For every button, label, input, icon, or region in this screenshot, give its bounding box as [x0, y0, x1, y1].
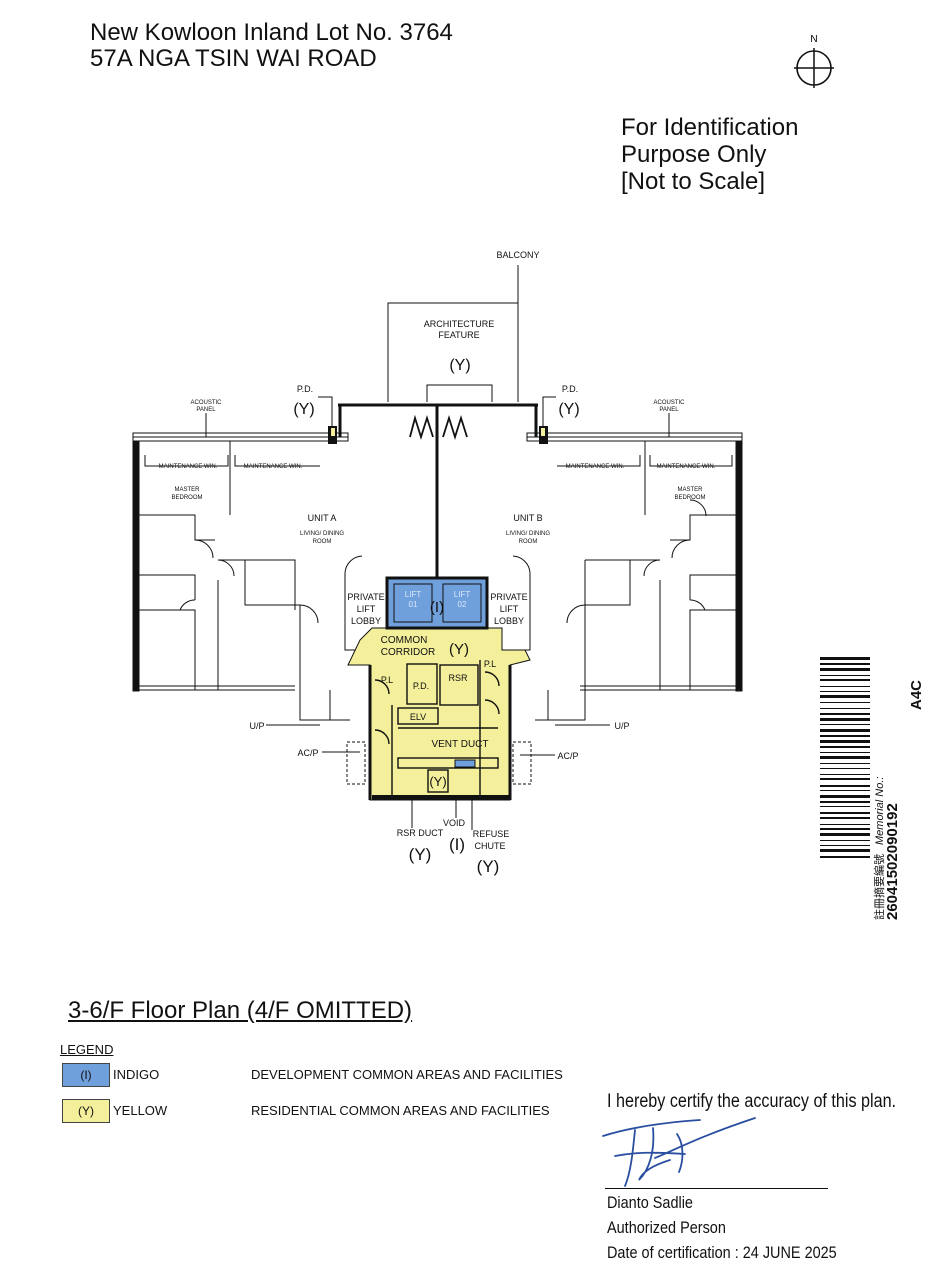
architecture-y-label: (Y) — [449, 357, 470, 374]
master-right-1: MASTER — [677, 487, 703, 493]
legend-yellow-name: YELLOW — [113, 1103, 168, 1118]
lift-01-label-2: 01 — [409, 600, 418, 609]
up-left-label: U/P — [249, 721, 264, 731]
plan-title: 3-6/F Floor Plan (4/F OMITTED) — [68, 997, 413, 1024]
memorial-chinese-label: 註冊摘要編號 — [872, 854, 886, 920]
certification-statement: I hereby certify the accuracy of this pl… — [607, 1091, 897, 1112]
unit-a-living-2: ROOM — [313, 539, 332, 545]
master-left-2: BEDROOM — [171, 495, 202, 501]
pd-y-right: (Y) — [558, 401, 579, 418]
memorial-number: 26041502090192 — [884, 803, 901, 920]
refuse-y: (Y) — [477, 857, 500, 876]
pd-y-left: (Y) — [293, 401, 314, 418]
north-arrow-icon: N — [789, 30, 839, 90]
refuse-label-1: REFUSE — [473, 829, 510, 839]
identification-note: For Identification Purpose Only [Not to … — [621, 114, 798, 195]
core-pd-label: P.D. — [413, 681, 429, 691]
elv-label: ELV — [410, 712, 426, 722]
acoustic-left-2: PANEL — [196, 407, 216, 413]
signatory-name: Dianto Sadlie — [607, 1193, 693, 1212]
rsr-duct-y: (Y) — [409, 845, 432, 864]
acoustic-right-2: PANEL — [659, 407, 679, 413]
lift-i-label: (I) — [430, 599, 444, 616]
common-label-2: CORRIDOR — [381, 647, 435, 658]
private-right-1: PRIVATE — [490, 592, 527, 602]
lift-01-label-1: LIFT — [405, 590, 422, 599]
legend-yellow-swatch: (Y) — [62, 1099, 110, 1123]
pl-right-label: P.L — [484, 659, 496, 669]
signature-line — [605, 1188, 828, 1189]
architecture-label-1: ARCHITECTURE — [424, 319, 495, 329]
maint-win-1: MAINTENANCE WIN. — [159, 464, 218, 470]
identification-line-2: Purpose Only — [621, 141, 767, 168]
signatory-role: Authorized Person — [607, 1218, 726, 1237]
unit-b-label: UNIT B — [513, 513, 542, 523]
memorial-code: A4C — [908, 680, 925, 710]
floor-plan: BALCONY ARCHITECTURE FEATURE (Y) P.D. (Y… — [132, 250, 743, 876]
legend-indigo-swatch: (I) — [62, 1063, 110, 1087]
unit-a-living-1: LIVING/ DINING — [300, 531, 344, 537]
common-label-1: COMMON — [381, 635, 428, 646]
master-right-2: BEDROOM — [674, 495, 705, 501]
unit-b-living-2: ROOM — [519, 539, 538, 545]
signature — [602, 1117, 756, 1187]
void-label: VOID — [443, 818, 466, 828]
private-right-2: LIFT — [500, 604, 519, 614]
up-right-label: U/P — [614, 721, 629, 731]
legend-indigo-description: DEVELOPMENT COMMON AREAS AND FACILITIES — [251, 1067, 563, 1082]
legend-heading: LEGEND — [60, 1042, 114, 1057]
private-left-3: LOBBY — [351, 616, 381, 626]
acp-left-label: AC/P — [297, 748, 318, 758]
unit-b-living-1: LIVING/ DINING — [506, 531, 550, 537]
maint-win-4: MAINTENANCE WIN. — [657, 464, 716, 470]
rsr-duct-label: RSR DUCT — [397, 828, 444, 838]
unit-a-label: UNIT A — [308, 513, 337, 523]
lot-number: New Kowloon Inland Lot No. 3764 — [90, 19, 453, 46]
private-left-1: PRIVATE — [347, 592, 384, 602]
common-y-label: (Y) — [449, 641, 469, 658]
maint-win-2: MAINTENANCE WIN. — [244, 464, 303, 470]
identification-line-3: [Not to Scale] — [621, 168, 766, 195]
memorial-label: Memorial No.: — [874, 777, 886, 845]
certification-date: Date of certification : 24 JUNE 2025 — [607, 1243, 837, 1262]
void-i: (I) — [449, 835, 465, 854]
refuse-label-2: CHUTE — [475, 841, 506, 851]
rsr-label: RSR — [448, 673, 468, 683]
memorial-barcode: 26041502090192 註冊摘要編號 Memorial No.: A4C — [815, 655, 930, 925]
acoustic-left-1: ACOUSTIC — [190, 400, 222, 406]
vent-duct-label: VENT DUCT — [431, 739, 488, 750]
maint-win-3: MAINTENANCE WIN. — [566, 464, 625, 470]
legend-indigo-name: INDIGO — [113, 1067, 160, 1082]
north-label: N — [810, 34, 817, 45]
identification-line-1: For Identification — [621, 114, 799, 141]
acp-right-label: AC/P — [557, 751, 578, 761]
pd-label-right: P.D. — [562, 384, 578, 394]
balcony-label: BALCONY — [496, 250, 539, 260]
pd-label-left: P.D. — [297, 384, 313, 394]
acoustic-right-1: ACOUSTIC — [653, 400, 685, 406]
master-left-1: MASTER — [174, 487, 200, 493]
architecture-label-2: FEATURE — [438, 330, 479, 340]
private-right-3: LOBBY — [494, 616, 524, 626]
private-left-2: LIFT — [357, 604, 376, 614]
core-y-label: (Y) — [429, 774, 446, 789]
pl-left-label: P.L — [381, 675, 393, 685]
legend-yellow-description: RESIDENTIAL COMMON AREAS AND FACILITIES — [251, 1103, 550, 1118]
lift-02-label-2: 02 — [458, 600, 467, 609]
lift-02-label-1: LIFT — [454, 590, 471, 599]
address: 57A NGA TSIN WAI ROAD — [90, 45, 377, 72]
